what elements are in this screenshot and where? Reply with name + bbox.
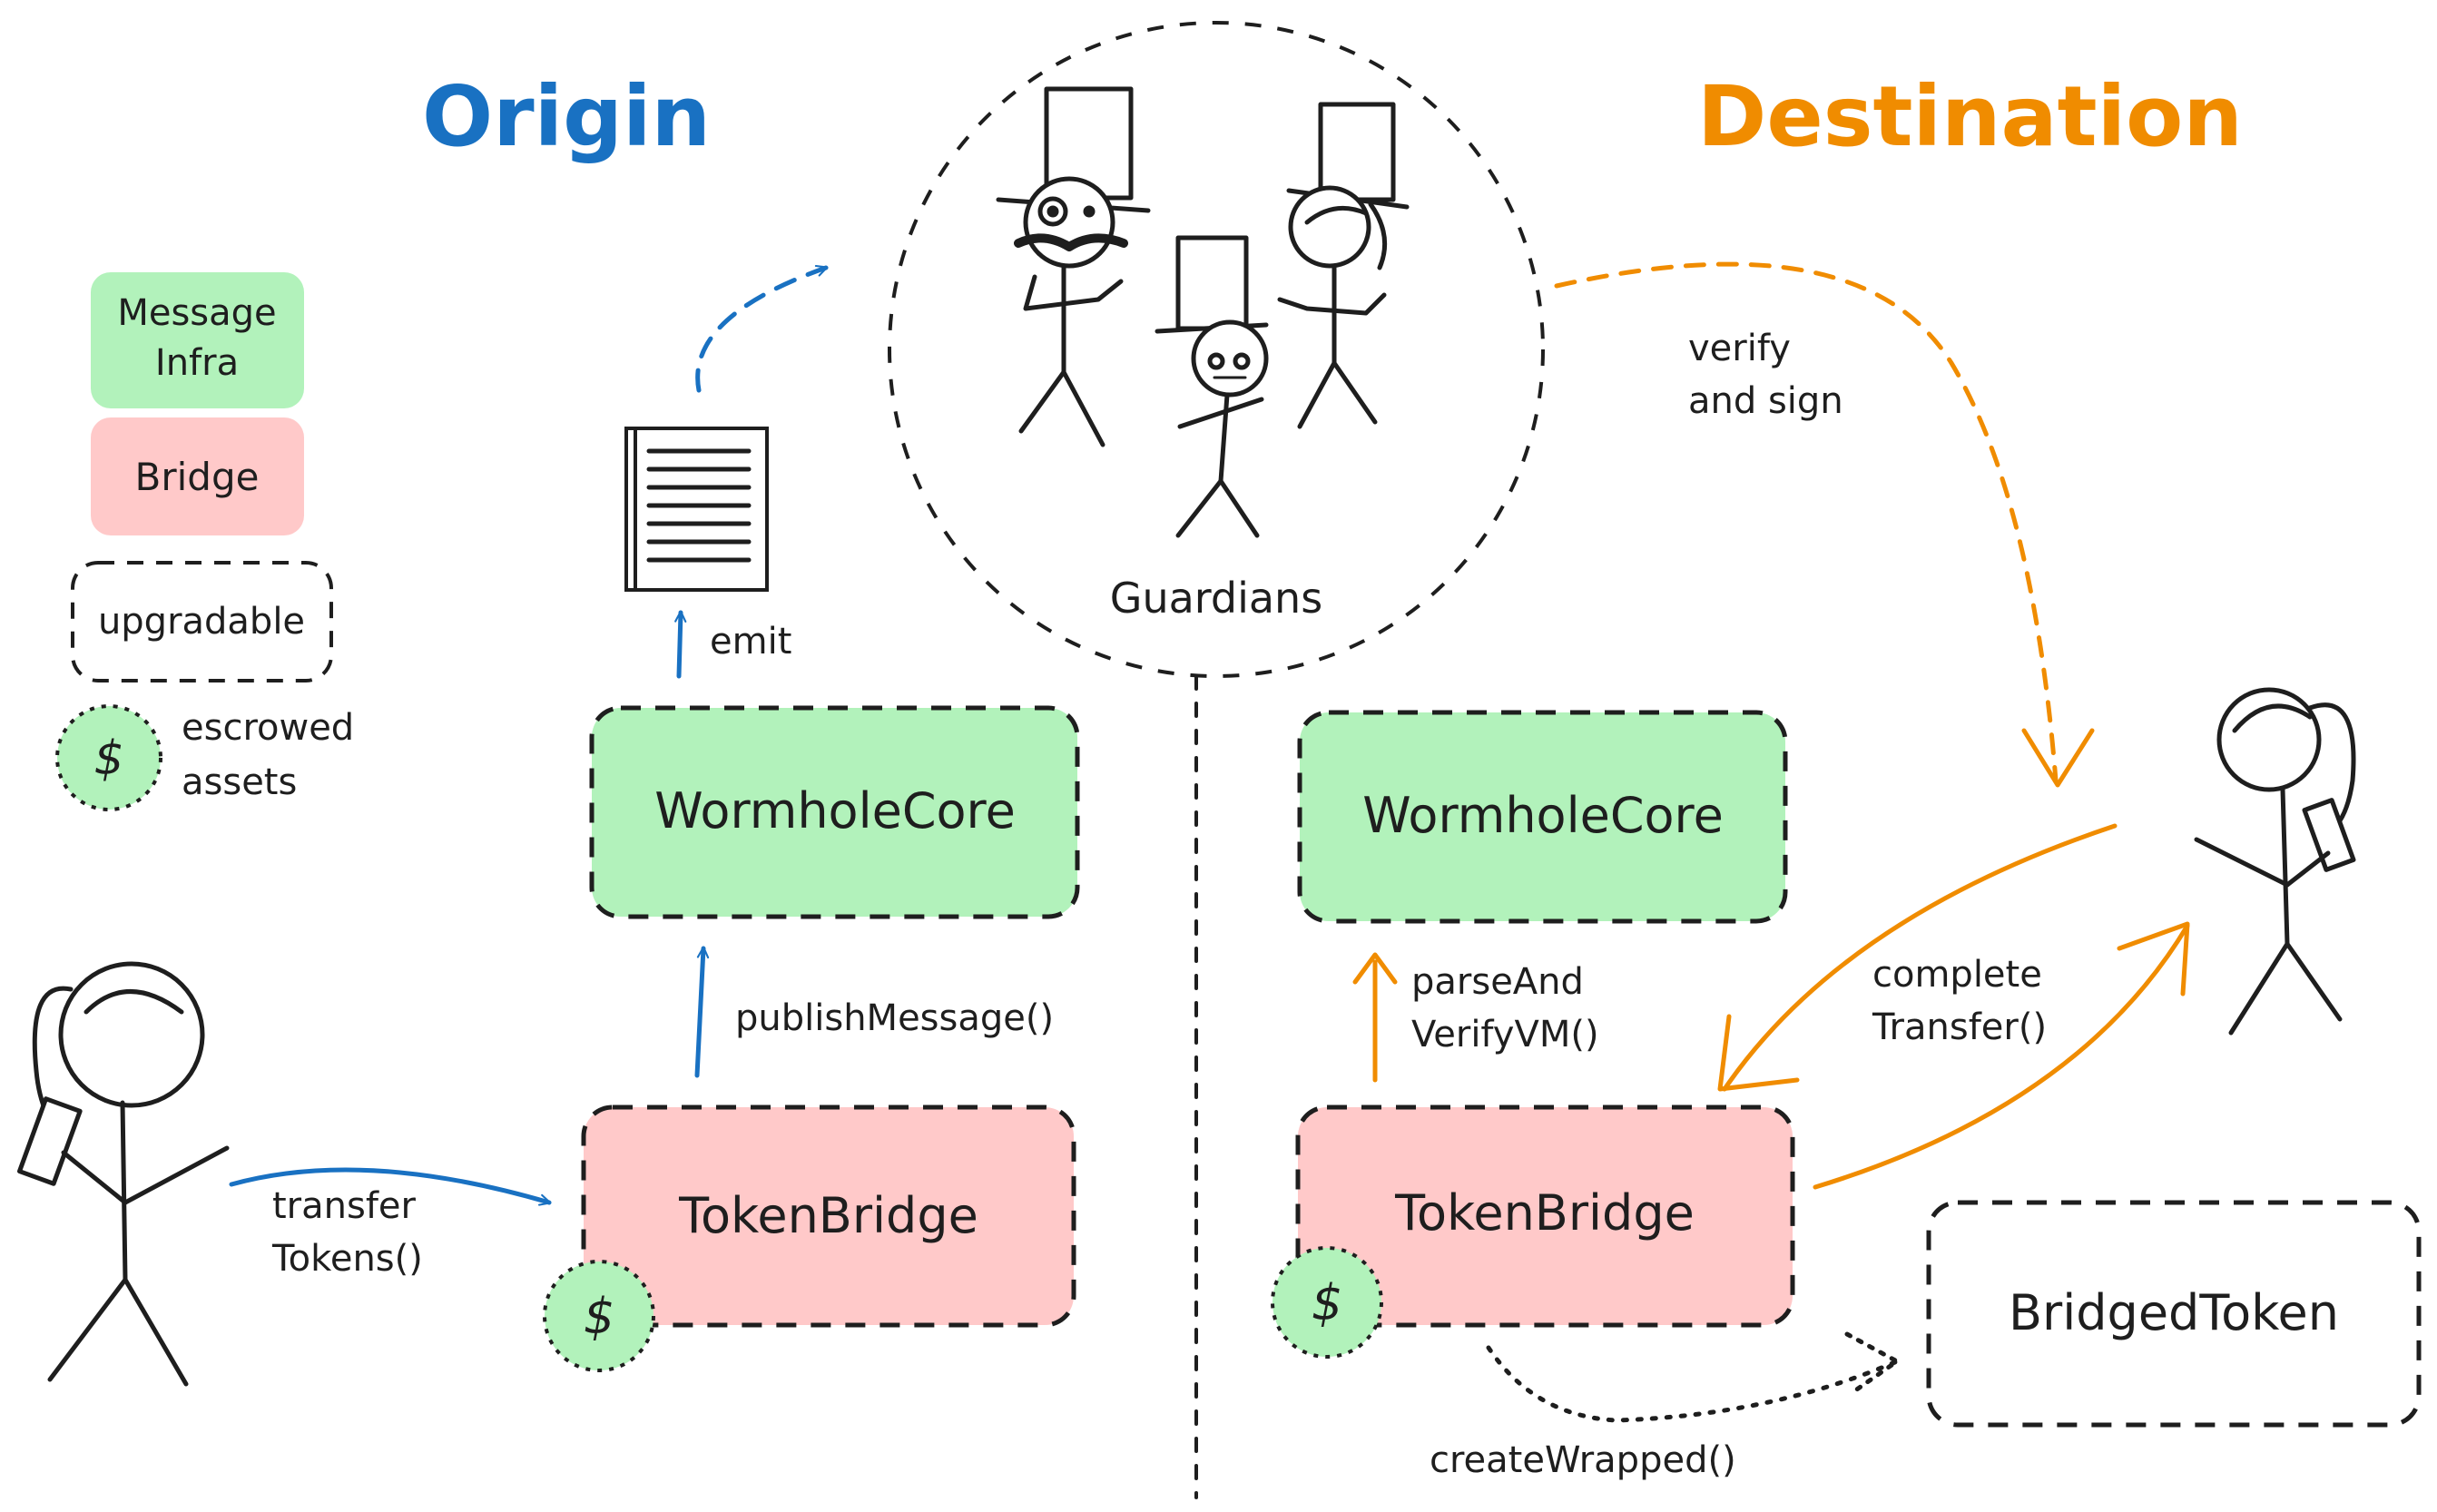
transfer-tokens-label-line1: transfer [272,1185,417,1227]
verify-and-sign-label-line1: verify [1688,328,1791,369]
bridged-token-label: BridgedToken [2009,1284,2339,1341]
legend-upgradable-label: upgradable [98,601,305,643]
user-to-bridge-arrow [1813,923,2190,1190]
legend-bridge-label: Bridge [135,455,260,499]
create-wrapped-arrow [1486,1331,1901,1423]
guardians-circle [888,21,1545,678]
destination-escrow-symbol: $ [1312,1274,1342,1331]
legend: Message Infra Bridge upgradable $ escrow… [55,272,354,811]
origin-escrow-circle [543,1260,655,1372]
complete-transfer-arrow [1722,823,2118,1092]
origin-wormhole-core-label: WormholeCore [654,782,1016,839]
guardian-monocle-figure [996,86,1151,447]
emit-to-guardians-arrow [695,264,829,393]
destination-user-figure [2194,687,2356,1036]
origin-wormhole-core-box [589,705,1080,919]
destination-token-bridge-box [1295,1105,1795,1328]
guardian-ponytail-figure [1277,102,1410,429]
origin-heading: Origin [422,68,711,165]
emit-arrow [674,610,687,679]
verify-and-sign-label-line2: and sign [1688,380,1843,422]
create-wrapped-label: createWrapped() [1430,1439,1736,1481]
legend-bridge-swatch [91,417,304,535]
origin-escrow-symbol: $ [584,1288,614,1345]
complete-transfer-label-line1: complete [1872,954,2042,996]
message-document-icon [624,427,769,592]
transfer-tokens-arrow [229,1167,552,1206]
destination-wormhole-core-box [1297,710,1788,924]
destination-heading: Destination [1697,68,2243,165]
legend-escrow-circle [55,704,162,811]
publish-message-arrow [694,946,710,1078]
guardians-label: Guardians [1110,574,1322,623]
legend-message-infra-line2: Infra [155,342,239,384]
legend-message-infra-line1: Message [117,292,276,334]
verify-and-sign-arrow [1554,261,2059,783]
origin-user-figure [16,961,230,1387]
legend-escrowed-line1: escrowed [182,707,354,749]
transfer-tokens-label-line2: Tokens() [271,1238,423,1280]
legend-message-infra-swatch [91,272,304,408]
parse-and-verify-label-line1: parseAnd [1411,961,1584,1003]
bridged-token-box [1926,1200,2422,1428]
legend-escrowed-line2: assets [182,761,297,803]
guardian-small-figure [1155,235,1269,538]
origin-arrows [229,264,829,1206]
emit-label: emit [710,621,791,663]
destination-wormhole-core-label: WormholeCore [1362,787,1724,844]
complete-transfer-label-line2: Transfer() [1872,1006,2047,1048]
parse-and-verify-label-line2: VerifyVM() [1411,1014,1599,1055]
guardians-group: Guardians [888,21,1545,678]
origin-token-bridge-label: TokenBridge [678,1187,978,1244]
destination-token-bridge-label: TokenBridge [1394,1184,1695,1242]
origin-token-bridge-box [581,1105,1076,1328]
destination-arrows [1352,261,2190,1190]
publish-message-label: publishMessage() [735,997,1054,1039]
legend-escrow-symbol: $ [93,731,123,786]
destination-escrow-circle [1271,1246,1383,1359]
